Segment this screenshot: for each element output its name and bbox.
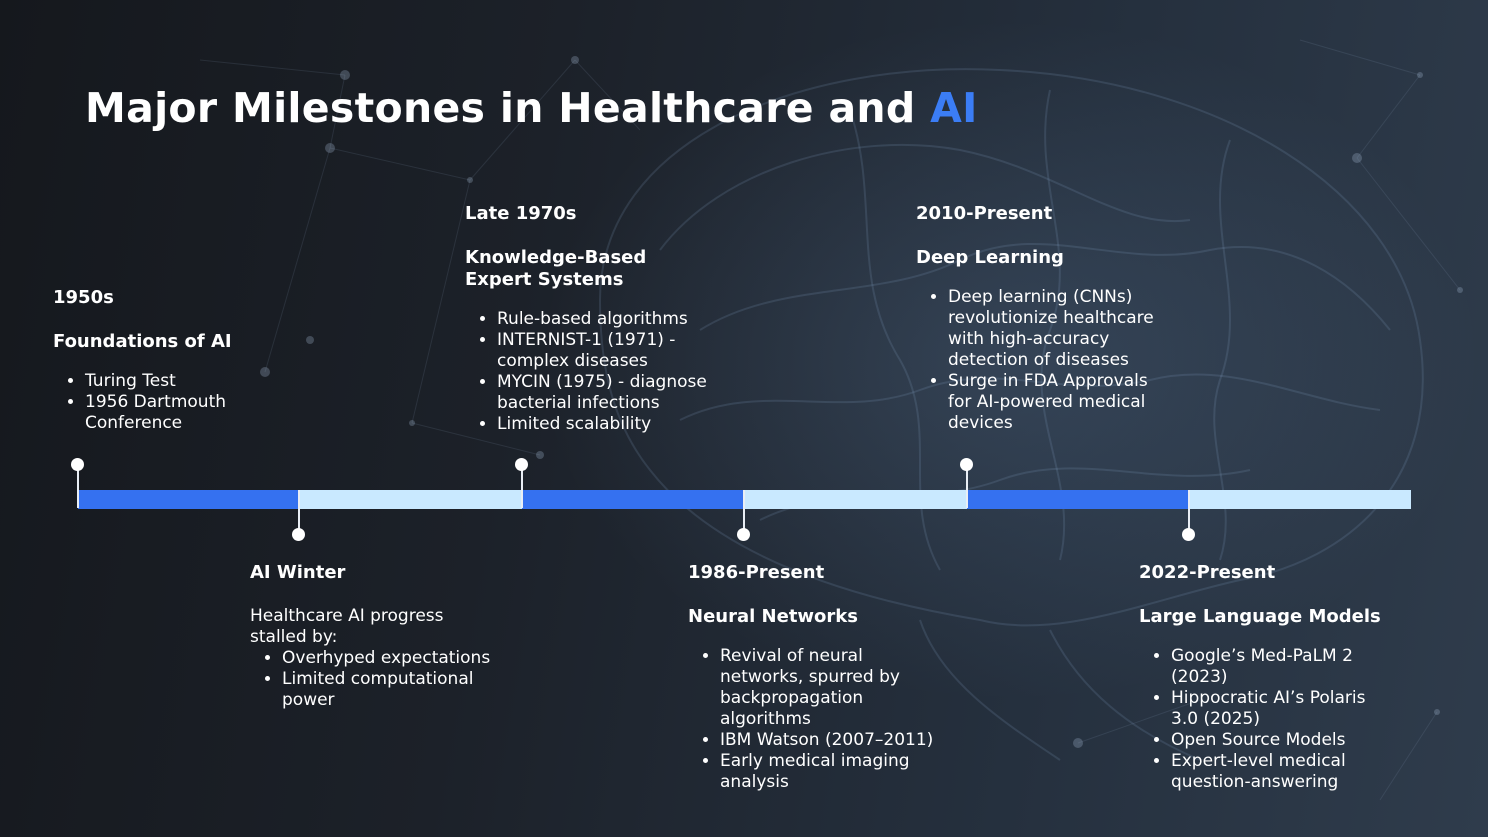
bullet-item: Limited computational power — [282, 669, 610, 711]
timeline-segment — [522, 490, 745, 509]
timeline-marker — [737, 528, 750, 541]
bullet-item: 1956 Dartmouth Conference — [85, 392, 413, 434]
milestone-period: 1950s — [53, 287, 114, 308]
milestone-heading: Foundations of AI — [53, 331, 232, 352]
bullet-item: Revival of neural networks, spurred by b… — [720, 646, 1048, 730]
milestone-period: Late 1970s — [465, 203, 577, 224]
timeline-marker — [1182, 528, 1195, 541]
page-title: Major Milestones in Healthcare and AI — [85, 84, 978, 132]
bullet-item: Google’s Med-PaLM 2 (2023) — [1171, 646, 1479, 688]
bullet-item: INTERNIST-1 (1971) - complex diseases — [497, 330, 825, 372]
milestone-1950s: 1950s Foundations of AI Turing Test 1956… — [53, 287, 413, 434]
milestone-bullets: Revival of neural networks, spurred by b… — [688, 646, 1048, 793]
milestone-heading: Knowledge-Based Expert Systems — [465, 247, 647, 290]
timeline-tick — [77, 464, 79, 508]
timeline-tick — [298, 490, 300, 534]
milestone-heading: Large Language Models — [1139, 606, 1381, 627]
bullet-item: IBM Watson (2007–2011) — [720, 730, 1048, 751]
bullet-item: Hippocratic AI’s Polaris 3.0 (2025) — [1171, 688, 1479, 730]
bullet-item: Open Source Models — [1171, 730, 1479, 751]
bullet-item: Early medical imaging analysis — [720, 751, 1048, 793]
timeline-marker — [515, 458, 528, 471]
timeline-segment — [300, 490, 522, 509]
milestone-bullets: Google’s Med-PaLM 2 (2023) Hippocratic A… — [1139, 646, 1479, 793]
timeline-marker — [292, 528, 305, 541]
bullet-item: Expert-level medical question-answering — [1171, 751, 1479, 793]
milestone-1986-present: 1986-Present Neural Networks Revival of … — [688, 562, 1048, 793]
bullet-item: Surge in FDA Approvals for AI-powered me… — [948, 371, 1276, 434]
milestone-period: 1986-Present — [688, 562, 825, 583]
milestone-bullets: Deep learning (CNNs) revolutionize healt… — [916, 287, 1276, 434]
timeline-segment — [78, 490, 300, 509]
milestone-ai-winter: AI Winter Healthcare AI progress stalled… — [250, 562, 610, 711]
milestone-intro: Healthcare AI progress stalled by: — [250, 606, 444, 647]
timeline-tick — [966, 464, 968, 508]
milestone-heading: Deep Learning — [916, 247, 1064, 268]
milestone-heading: Neural Networks — [688, 606, 858, 627]
milestone-late-1970s: Late 1970s Knowledge-Based Expert System… — [465, 203, 825, 435]
timeline-tick — [1188, 490, 1190, 534]
title-main: Major Milestones in Healthcare and — [85, 84, 931, 132]
bullet-item: Deep learning (CNNs) revolutionize healt… — [948, 287, 1276, 371]
timeline-marker — [71, 458, 84, 471]
milestone-2022-present: 2022-Present Large Language Models Googl… — [1139, 562, 1479, 793]
timeline-segment — [745, 490, 967, 509]
milestone-bullets: Turing Test 1956 Dartmouth Conference — [53, 371, 413, 434]
bullet-item: MYCIN (1975) - diagnose bacterial infect… — [497, 372, 825, 414]
timeline-segment — [967, 490, 1189, 509]
timeline-segment — [1189, 490, 1411, 509]
timeline-tick — [521, 464, 523, 508]
timeline-tick — [743, 490, 745, 534]
milestone-bullets: Overhyped expectations Limited computati… — [250, 648, 610, 711]
timeline-marker — [960, 458, 973, 471]
milestone-bullets: Rule-based algorithms INTERNIST-1 (1971)… — [465, 309, 825, 435]
milestone-period: 2022-Present — [1139, 562, 1276, 583]
bullet-item: Overhyped expectations — [282, 648, 610, 669]
bullet-item: Limited scalability — [497, 414, 825, 435]
bullet-item: Turing Test — [85, 371, 413, 392]
milestone-2010-present: 2010-Present Deep Learning Deep learning… — [916, 203, 1276, 434]
title-accent: AI — [930, 84, 978, 132]
bullet-item: Rule-based algorithms — [497, 309, 825, 330]
milestone-period: AI Winter — [250, 562, 346, 583]
milestone-period: 2010-Present — [916, 203, 1053, 224]
